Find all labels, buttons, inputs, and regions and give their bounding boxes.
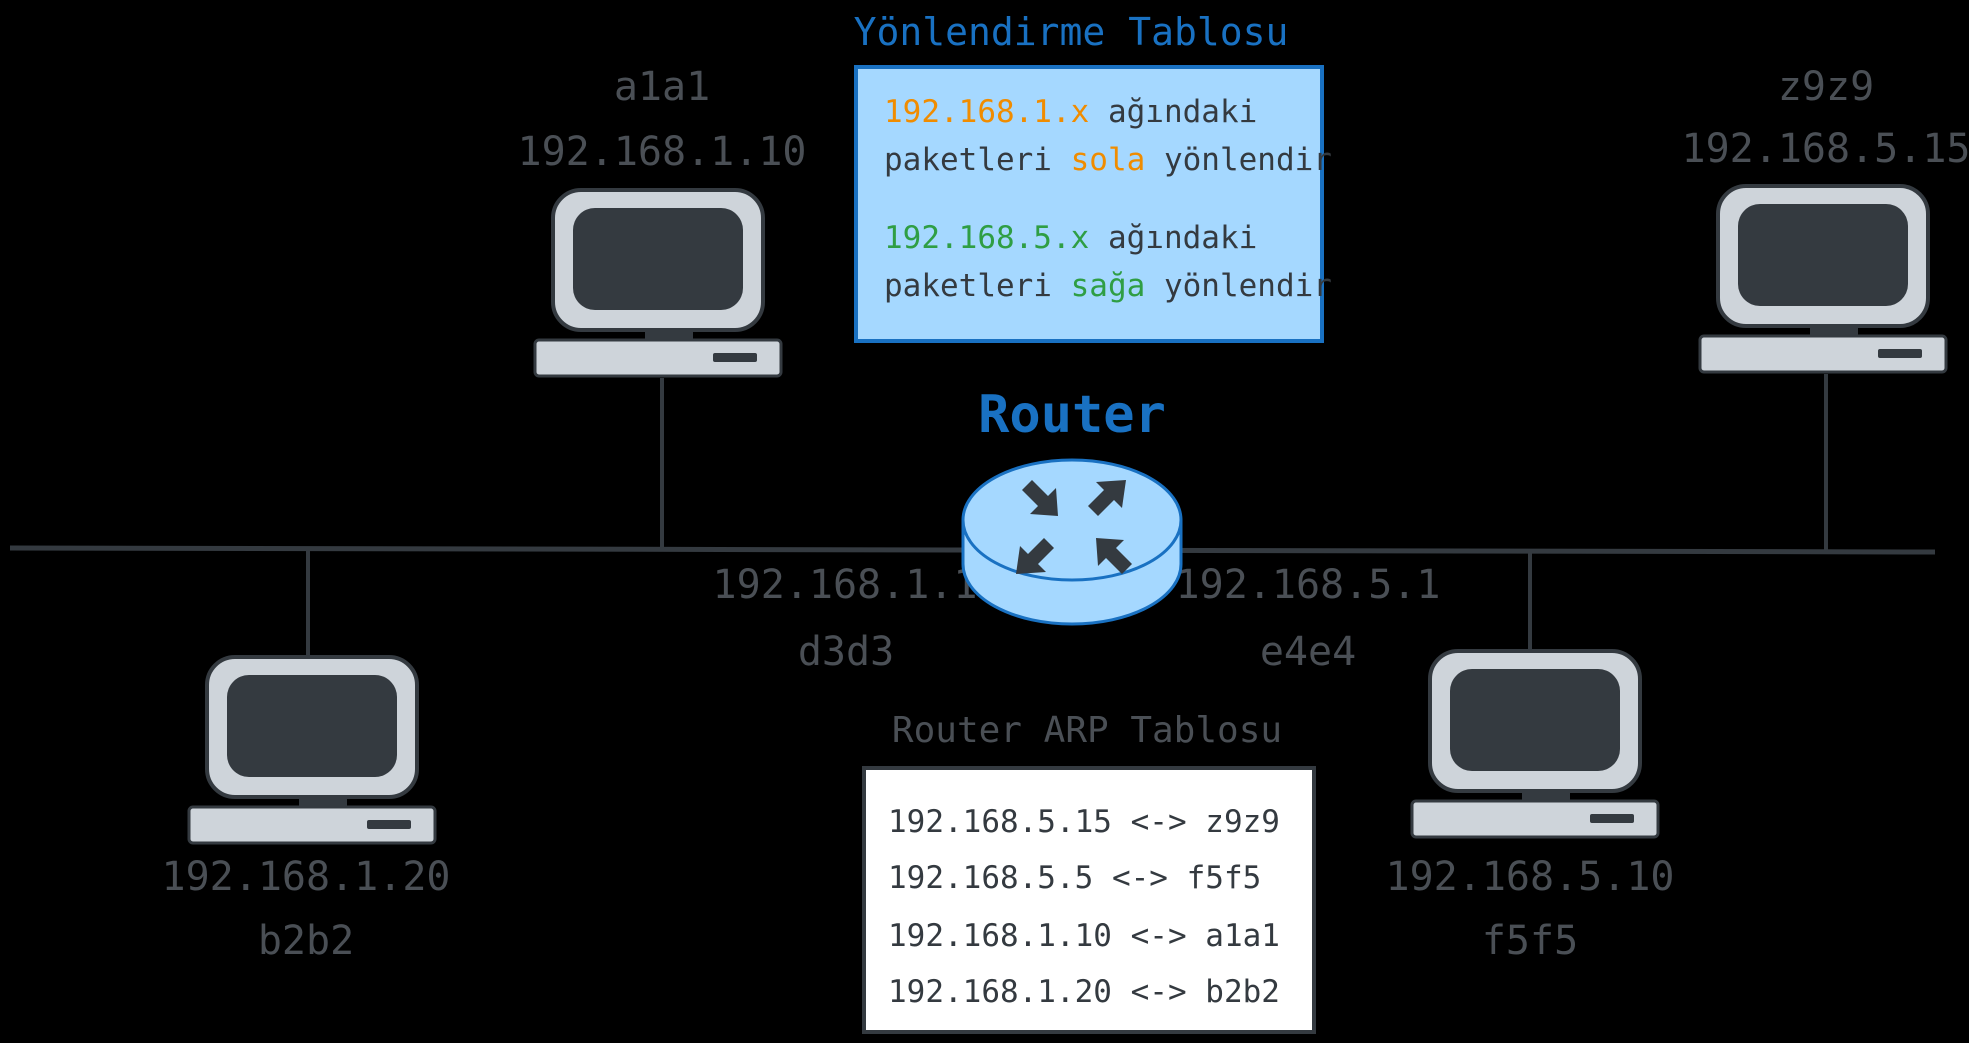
routing-rule-2-line-1: 192.168.5.x ağındaki — [884, 220, 1257, 256]
router-left-ip: 192.168.1.1 — [713, 562, 978, 608]
routing-rule-1-mid: ağındaki — [1089, 94, 1257, 130]
arp-entry: 192.168.5.5 <-> f5f5 — [888, 860, 1261, 896]
routing-table-box — [854, 65, 1324, 343]
computer-icon-a1a1 — [533, 188, 783, 378]
arp-table-title: Router ARP Tablosu — [892, 710, 1282, 751]
routing-rule-1-line-2: paketleri sola yönlendir — [884, 142, 1332, 178]
arp-entry: 192.168.1.10 <-> a1a1 — [888, 918, 1280, 954]
host-b2b2-ip: 192.168.1.20 — [162, 854, 451, 900]
router-title: Router — [978, 385, 1166, 445]
router-right-mac: e4e4 — [1260, 629, 1356, 675]
routing-rule-1-post: yönlendir — [1145, 142, 1332, 178]
routing-rule-1-net: 192.168.1.x — [884, 94, 1089, 130]
router-icon — [961, 458, 1183, 626]
routing-rule-2-net: 192.168.5.x — [884, 220, 1089, 256]
host-f5f5-ip: 192.168.5.10 — [1386, 854, 1675, 900]
arp-entry: 192.168.1.20 <-> b2b2 — [888, 974, 1280, 1010]
host-b2b2-name: b2b2 — [258, 918, 354, 964]
host-f5f5-name: f5f5 — [1482, 918, 1578, 964]
host-a1a1-name: a1a1 — [614, 64, 710, 110]
routing-rule-2-dir: sağa — [1071, 268, 1146, 304]
computer-icon-z9z9 — [1698, 184, 1948, 374]
arp-entry: 192.168.5.15 <-> z9z9 — [888, 804, 1280, 840]
routing-rule-1-pre: paketleri — [884, 142, 1071, 178]
arp-table-box — [862, 766, 1316, 1034]
router-left-mac: d3d3 — [798, 629, 894, 675]
routing-rule-2-pre: paketleri — [884, 268, 1071, 304]
computer-icon-f5f5 — [1410, 649, 1660, 839]
routing-rule-2-line-2: paketleri sağa yönlendir — [884, 268, 1332, 304]
host-a1a1-ip: 192.168.1.10 — [518, 129, 807, 175]
routing-rule-2-mid: ağındaki — [1089, 220, 1257, 256]
computer-icon-b2b2 — [187, 655, 437, 845]
routing-rule-1-line-1: 192.168.1.x ağındaki — [884, 94, 1257, 130]
routing-rule-1-dir: sola — [1071, 142, 1146, 178]
host-z9z9-ip: 192.168.5.15 — [1682, 126, 1969, 172]
routing-rule-2-post: yönlendir — [1145, 268, 1332, 304]
host-z9z9-name: z9z9 — [1778, 64, 1874, 110]
router-right-ip: 192.168.5.1 — [1176, 562, 1441, 608]
routing-table-title: Yönlendirme Tablosu — [854, 10, 1289, 54]
